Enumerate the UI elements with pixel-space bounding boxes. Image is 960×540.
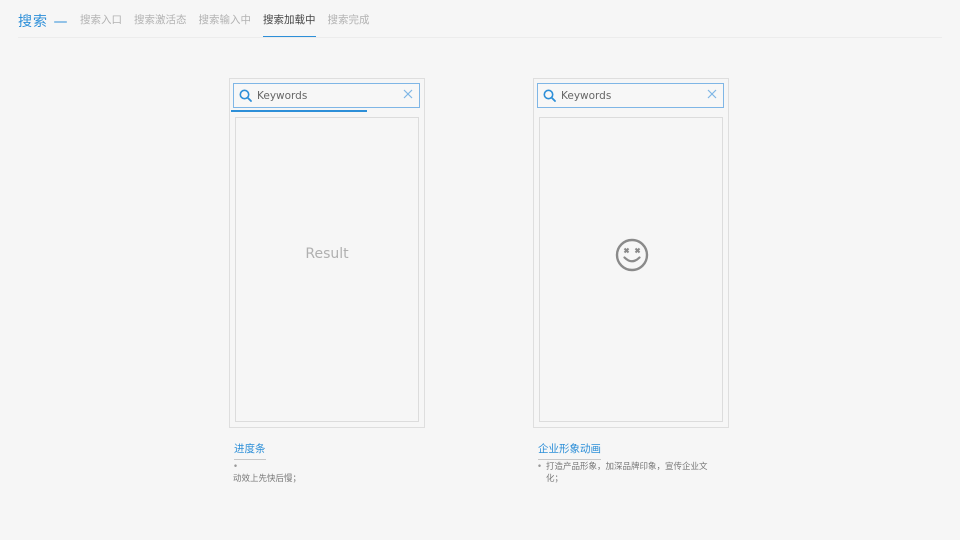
bullet: •	[537, 462, 543, 472]
result-placeholder: Result	[305, 246, 349, 262]
phone-mockup-loading: Keywords Result	[229, 78, 425, 428]
search-icon	[239, 89, 252, 102]
tab-search-loading[interactable]: 搜索加载中	[263, 13, 316, 38]
caption-brand-animation: 企业形象动画	[538, 441, 601, 460]
close-icon[interactable]	[403, 89, 413, 99]
tab-search-active[interactable]: 搜索激活态	[134, 14, 187, 26]
caption-progress-bar: 进度条	[234, 441, 266, 460]
phone-mockup-brand-animation: Keywords	[533, 78, 729, 428]
result-panel: Result	[235, 117, 419, 422]
note-brand-animation: •打造产品形象，加深品牌印象，宣传企业文化；	[537, 462, 708, 484]
tab-search-done[interactable]: 搜索完成	[327, 14, 370, 26]
tab-search-typing[interactable]: 搜索输入中	[198, 14, 252, 26]
search-icon	[543, 89, 556, 102]
dizzy-smiley-icon	[615, 238, 649, 272]
tab-search-entry[interactable]: 搜索入口	[80, 14, 122, 26]
header: 搜索 — 搜索入口 搜索激活态 搜索输入中 搜索加载中 搜索完成	[0, 0, 960, 38]
search-input[interactable]: Keywords	[561, 90, 612, 102]
tab-bar: 搜索入口 搜索激活态 搜索输入中 搜索加载中 搜索完成	[80, 13, 382, 38]
note-progress-bar: •动效上先快后慢；	[233, 462, 302, 484]
header-divider	[18, 37, 942, 38]
animation-panel	[539, 117, 723, 422]
close-icon[interactable]	[707, 89, 717, 99]
search-bar[interactable]: Keywords	[537, 83, 724, 108]
bullet: •	[233, 462, 239, 472]
search-input[interactable]: Keywords	[257, 90, 308, 102]
loading-progress-bar	[231, 110, 367, 112]
page-title: 搜索 —	[18, 14, 69, 30]
search-bar[interactable]: Keywords	[233, 83, 420, 108]
